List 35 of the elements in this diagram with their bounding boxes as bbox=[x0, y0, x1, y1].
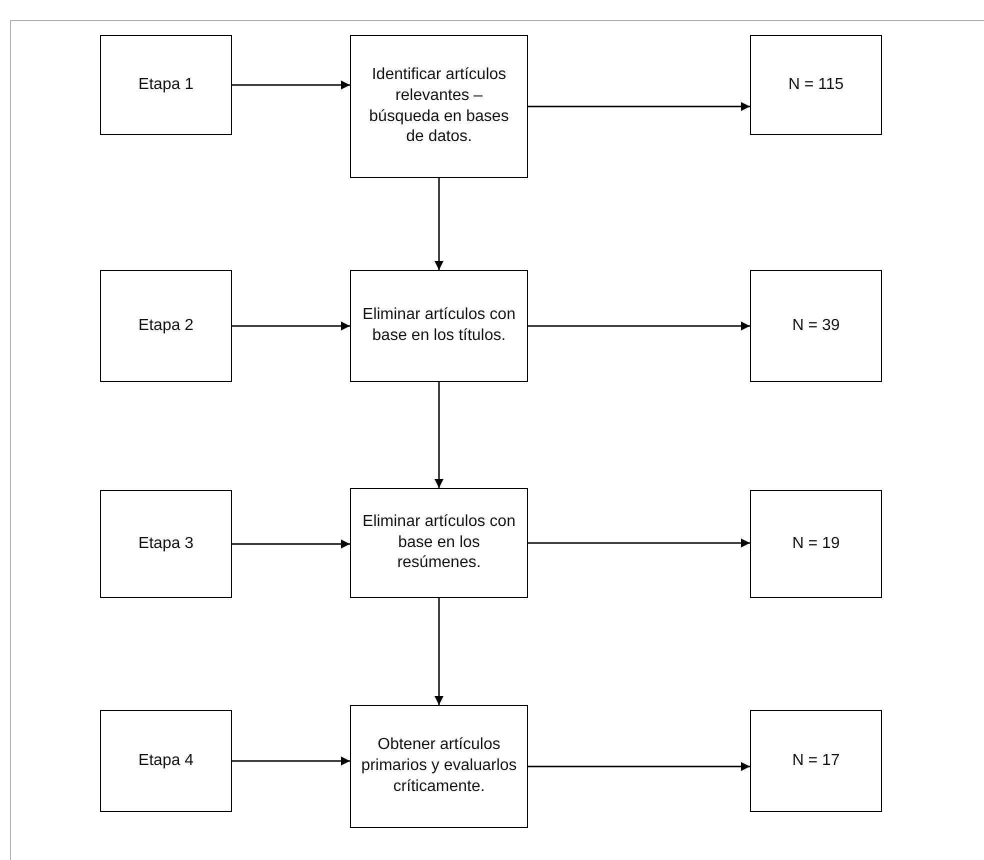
process-box bbox=[350, 35, 528, 178]
process-box bbox=[350, 488, 528, 598]
arrow bbox=[434, 382, 444, 488]
box-label: N = 39 bbox=[792, 316, 840, 336]
process-box bbox=[100, 710, 232, 812]
arrow bbox=[434, 598, 444, 705]
box-label: Etapa 2 bbox=[138, 316, 194, 336]
arrow bbox=[232, 80, 350, 90]
arrow bbox=[528, 322, 750, 330]
process-box bbox=[100, 490, 232, 598]
box-label: Etapa 4 bbox=[138, 750, 194, 771]
process-box bbox=[750, 270, 882, 382]
arrow bbox=[528, 102, 750, 111]
process-box bbox=[750, 490, 882, 598]
arrow bbox=[232, 322, 350, 330]
process-box bbox=[350, 705, 528, 828]
box-label: N = 115 bbox=[788, 74, 844, 95]
arrow bbox=[528, 538, 750, 548]
box-label: Identificar artículos relevantes – búsqueda en bases de datos. bbox=[368, 64, 510, 148]
box-label: N = 19 bbox=[792, 534, 840, 554]
box-label: Obtener artículos primarios y evaluarlos críticamente. bbox=[361, 735, 517, 797]
process-box bbox=[100, 35, 232, 135]
box-label: Etapa 3 bbox=[138, 534, 194, 554]
box-label: Etapa 1 bbox=[138, 74, 194, 95]
arrow bbox=[528, 762, 750, 771]
box-label: Eliminar artículos con base en los títulos. bbox=[362, 305, 516, 346]
box-label: N = 17 bbox=[792, 750, 840, 771]
process-box bbox=[750, 35, 882, 135]
arrow bbox=[434, 178, 444, 270]
box-label: Eliminar artículos con base en los resúmenes. bbox=[362, 512, 516, 574]
arrow bbox=[232, 756, 350, 766]
process-box bbox=[350, 270, 528, 382]
process-box bbox=[100, 270, 232, 382]
process-box bbox=[750, 710, 882, 812]
arrow bbox=[232, 540, 350, 548]
